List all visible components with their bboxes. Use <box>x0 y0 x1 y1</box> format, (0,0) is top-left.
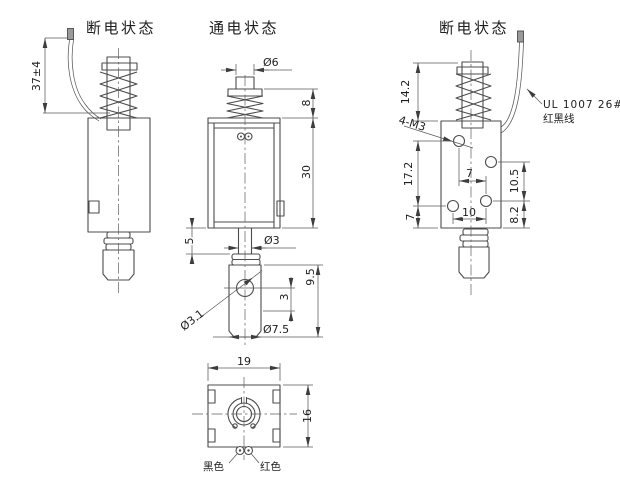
dim-text-wire-length: 37±4 <box>30 61 43 91</box>
dim-hole-to-bottom2: 8.2 <box>503 201 530 229</box>
dim-hole-spacing-v2: 10.5 <box>493 161 530 202</box>
mount-hole-4 <box>446 199 460 213</box>
dim-text-spring-height: 8 <box>300 100 313 107</box>
dim-text-top-diameter: Ø6 <box>263 56 279 69</box>
corner-slot-2 <box>207 428 216 443</box>
corner-slot-1 <box>207 389 216 404</box>
body-tab-middle <box>276 200 285 217</box>
dim-text-shaft-diameter: Ø3 <box>264 234 280 247</box>
dim-spring-height: 8 <box>264 88 318 119</box>
dim-head-diameter: Ø7.5 <box>213 322 299 340</box>
dim-text-hole-to-bottom2: 8.2 <box>508 206 521 224</box>
corner-slot-3 <box>272 389 281 404</box>
dim-text-height: 16 <box>301 409 314 423</box>
wire-stripped-end <box>67 28 74 40</box>
lead-wire-left <box>67 28 102 122</box>
dim-text-hole-offset: 3 <box>278 294 291 301</box>
dim-body-height: 30 <box>282 118 318 229</box>
dim-text-hole-diameter: Ø3.1 <box>178 307 207 333</box>
label-wire-spec: UL 1007 26# <box>543 99 620 111</box>
view-title-left: 断电状态 <box>86 19 156 37</box>
callout-wire-spec: UL 1007 26# 红黑线 <box>526 88 620 125</box>
dim-shaft-diameter: Ø3 <box>224 233 296 251</box>
dim-width: 19 <box>207 355 281 381</box>
view-middle-energized: 通电状态 Ø6 <box>178 19 323 348</box>
wire-exits: 黑色 红色 <box>203 445 281 473</box>
dim-text-hole-spacing-v2: 10.5 <box>508 169 521 194</box>
dim-height: 16 <box>283 384 314 448</box>
dim-hole-to-bottom: 7 <box>404 206 438 229</box>
spring-right <box>455 61 492 129</box>
dim-text-hole-to-bottom: 7 <box>404 214 417 221</box>
dim-text-hole-spacing-v: 17.2 <box>402 162 415 187</box>
dim-hole-offset: 3 <box>263 277 295 322</box>
dim-top-diameter: Ø6 <box>221 56 292 75</box>
dim-text-head-height: 9.5 <box>304 268 317 286</box>
dim-text-thread: 4-M3 <box>397 113 427 133</box>
dim-wire-length: 37±4 <box>30 37 110 114</box>
solenoid-body-left <box>87 117 151 233</box>
mount-hole-2 <box>484 155 498 169</box>
lead-wire-right <box>500 30 524 134</box>
dim-text-body-height: 30 <box>300 165 313 179</box>
mount-hole-1 <box>452 134 466 148</box>
label-red-wire: 红色 <box>260 460 281 473</box>
label-black-wire: 黑色 <box>203 460 224 473</box>
label-wire-color: 红黑线 <box>543 112 575 125</box>
view-title-right: 断电状态 <box>439 19 509 37</box>
view-bottom: 19 黑色 红色 <box>192 355 314 473</box>
dim-hole-spacing-v: 17.2 <box>402 140 452 207</box>
dim-spring-extension: 14.2 <box>399 62 458 122</box>
dim-head-height: 9.5 <box>264 264 323 338</box>
dim-text-shaft-exposed: 5 <box>183 238 196 245</box>
dim-hole-spacing-h2: 10 <box>452 205 487 224</box>
dim-hole-spacing-h: 7 <box>458 148 487 194</box>
dim-text-head-diameter: Ø7.5 <box>263 323 289 336</box>
mount-hole-3 <box>479 194 493 208</box>
dim-text-hole-spacing-h2: 10 <box>462 206 476 219</box>
dim-hole-diameter: Ø3.1 <box>178 270 263 333</box>
view-right-deenergized: 断电状态 1 <box>397 19 620 295</box>
dim-text-hole-spacing-h: 7 <box>466 167 473 180</box>
body-tab-left <box>88 200 100 214</box>
wire-stripped-end-right <box>517 30 524 43</box>
dim-shaft-exposed: 5 <box>182 218 230 264</box>
solenoid-frame-middle <box>207 117 285 229</box>
dim-text-spring-extension: 14.2 <box>399 80 412 105</box>
view-left-deenergized: 断电状态 37±4 <box>30 19 156 294</box>
dim-text-width: 19 <box>237 355 251 368</box>
view-title-middle: 通电状态 <box>209 19 279 37</box>
corner-slot-4 <box>272 428 281 443</box>
plunger-right <box>458 228 490 279</box>
